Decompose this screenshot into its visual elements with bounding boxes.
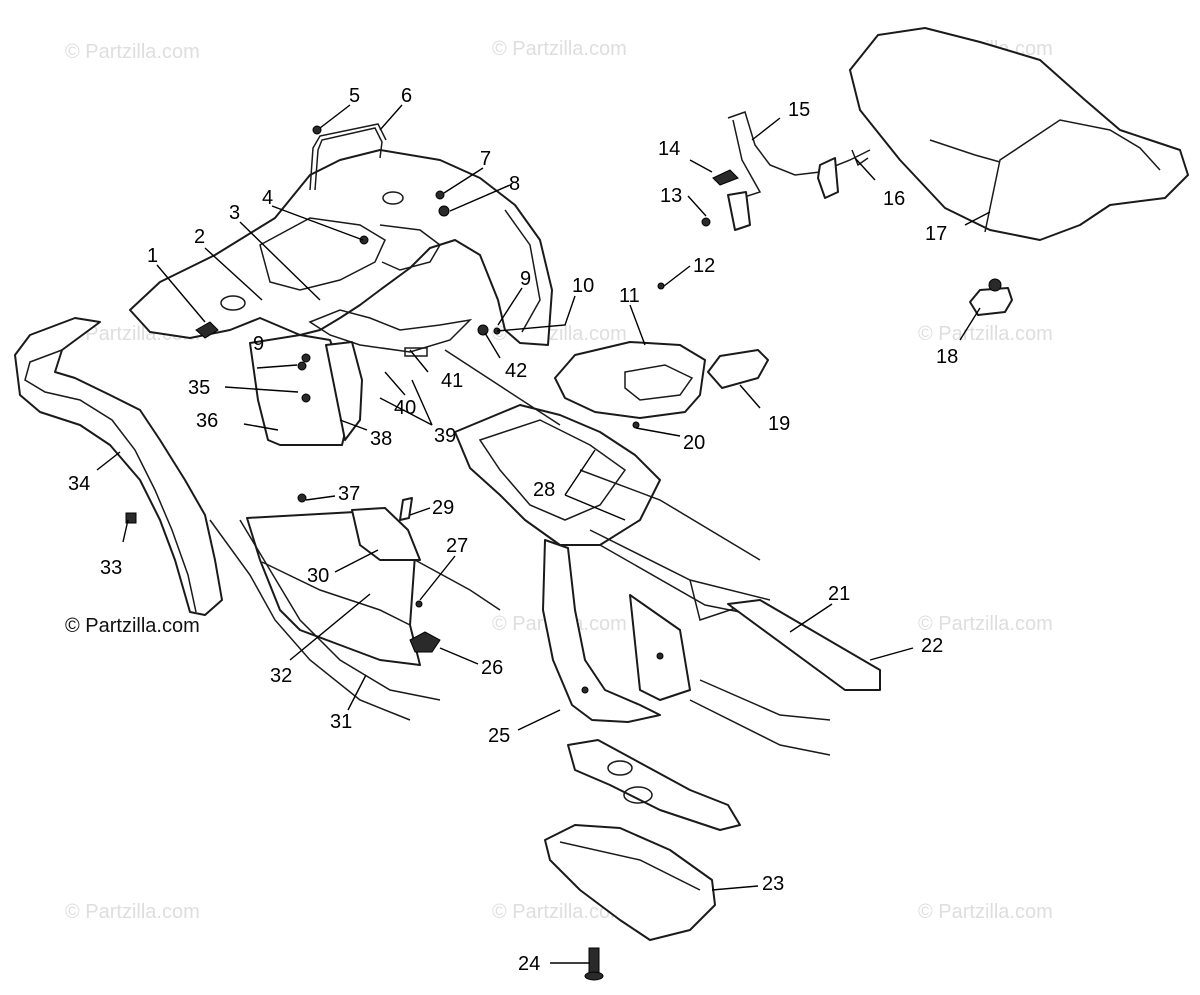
seat: [849, 27, 1189, 316]
callout-9-left: 9: [253, 333, 264, 355]
frame: [444, 349, 881, 756]
side-panel: [249, 334, 363, 446]
callouts: 1 2 3 4 5 6 7 8 9 9 10 11 12 13 14 15 16…: [68, 85, 958, 975]
callout-34: 34: [68, 473, 90, 495]
callout-39: 39: [434, 425, 456, 447]
callout-28: 28: [533, 479, 555, 501]
callout-6: 6: [401, 85, 412, 107]
rack-bracket: [314, 127, 383, 191]
cargo-box: [554, 341, 706, 419]
mud-flap: [14, 317, 223, 616]
footwell: [209, 497, 501, 721]
callout-8: 8: [509, 173, 520, 195]
callout-33: 33: [100, 557, 122, 579]
watermark: © Partzilla.com: [65, 901, 200, 923]
callout-3: 3: [229, 202, 240, 224]
callout-27: 27: [446, 535, 468, 557]
callout-23: 23: [762, 873, 784, 895]
watermark: © Partzilla.com: [492, 901, 627, 923]
callout-5: 5: [349, 85, 360, 107]
callout-15: 15: [788, 99, 810, 121]
watermark: © Partzilla.com: [65, 41, 200, 63]
callout-32: 32: [270, 665, 292, 687]
callout-21: 21: [828, 583, 850, 605]
callout-24: 24: [518, 953, 540, 975]
watermark: © Partzilla.com: [492, 38, 627, 60]
callout-10: 10: [572, 275, 594, 297]
callout-36: 36: [196, 410, 218, 432]
watermark: © Partzilla.com: [918, 323, 1053, 345]
callout-4: 4: [262, 187, 273, 209]
callout-12: 12: [693, 255, 715, 277]
leader-lines: [96, 104, 991, 964]
seat-latch: [701, 111, 871, 231]
callout-19: 19: [768, 413, 790, 435]
callout-1: 1: [147, 245, 158, 267]
callout-38: 38: [370, 428, 392, 450]
callout-16: 16: [883, 188, 905, 210]
callout-17: 17: [925, 223, 947, 245]
callout-37: 37: [338, 483, 360, 505]
callout-22: 22: [921, 635, 943, 657]
callout-14: 14: [658, 138, 680, 160]
callout-29: 29: [432, 497, 454, 519]
callout-35: 35: [188, 377, 210, 399]
watermark: © Partzilla.com: [918, 901, 1053, 923]
callout-7: 7: [480, 148, 491, 170]
rear-fender: [129, 149, 553, 357]
callout-40: 40: [394, 397, 416, 419]
callout-41: 41: [441, 370, 463, 392]
callout-42: 42: [505, 360, 527, 382]
callout-11: 11: [619, 285, 640, 307]
watermark: © Partzilla.com: [918, 613, 1053, 635]
callout-31: 31: [330, 711, 352, 733]
hardware: [125, 125, 665, 608]
bolt: [584, 947, 604, 981]
cushion: [707, 349, 769, 389]
callout-26: 26: [481, 657, 503, 679]
callout-20: 20: [683, 432, 705, 454]
callout-13: 13: [660, 185, 682, 207]
copyright-notice: © Partzilla.com: [65, 615, 200, 637]
callout-25: 25: [488, 725, 510, 747]
callout-9-right: 9: [520, 268, 531, 290]
skid-plate: [544, 739, 741, 941]
callout-2: 2: [194, 226, 205, 248]
callout-18: 18: [936, 346, 958, 368]
callout-30: 30: [307, 565, 329, 587]
